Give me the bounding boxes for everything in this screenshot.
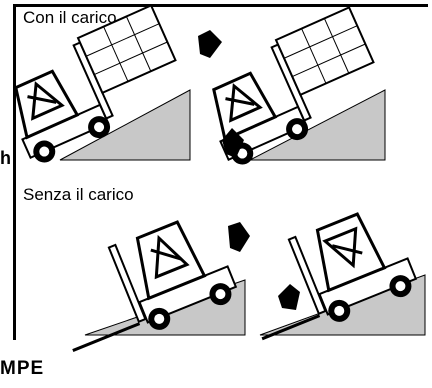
forklift-uphill-empty-forward-icon — [72, 220, 238, 352]
forklift-downhill-empty-reverse-icon — [261, 212, 418, 341]
partial-left-letter: h — [0, 148, 11, 168]
direction-arrow-icon — [198, 30, 222, 58]
ramp-top-left — [59, 89, 191, 161]
ramp-top-right — [249, 89, 386, 161]
direction-arrow-icon — [228, 222, 250, 252]
instruction-frame — [13, 4, 428, 340]
direction-arrow-icon — [222, 128, 244, 158]
label-without-load: Senza il carico — [23, 185, 134, 204]
label-with-load: Con il carico — [23, 8, 117, 27]
footer-partial-heading: MPE — [0, 358, 45, 379]
forklift-uphill-loaded-forward-icon — [14, 4, 177, 163]
forklift-uphill-loaded-reverse-icon — [212, 6, 375, 165]
direction-arrow-icon — [278, 284, 300, 310]
